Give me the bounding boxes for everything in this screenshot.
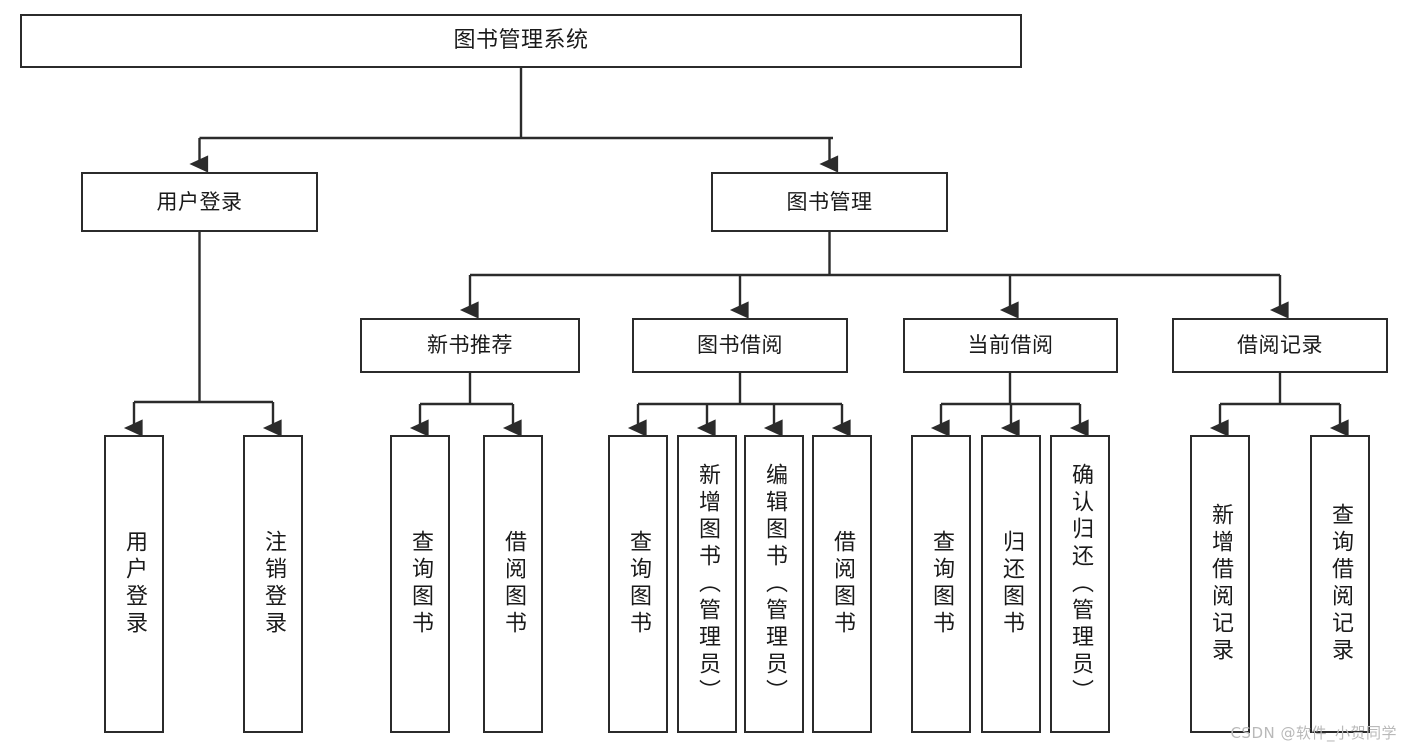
node-label: 用户登录 <box>156 189 243 214</box>
node-label: 借阅记录 <box>1237 333 1323 358</box>
node-label: 新增借阅记录 <box>1208 503 1233 665</box>
node-current-borrow[interactable]: 当前借阅 <box>903 318 1118 373</box>
node-leaf-query-book-2[interactable]: 查询图书 <box>608 435 668 733</box>
node-leaf-borrow-book-1[interactable]: 借阅图书 <box>483 435 543 733</box>
node-label: 借阅图书 <box>501 530 526 638</box>
node-root-system[interactable]: 图书管理系统 <box>20 14 1022 68</box>
node-leaf-confirm-return[interactable]: 确认归还（管理员） <box>1050 435 1110 733</box>
node-book-manage[interactable]: 图书管理 <box>711 172 948 232</box>
node-leaf-edit-book[interactable]: 编辑图书（管理员） <box>744 435 804 733</box>
node-user-login[interactable]: 用户登录 <box>81 172 318 232</box>
node-label: 编辑图书（管理员） <box>762 462 787 706</box>
watermark-text: CSDN @软件_小贺同学 <box>1230 724 1397 742</box>
node-borrow-record[interactable]: 借阅记录 <box>1172 318 1388 373</box>
node-leaf-return-book[interactable]: 归还图书 <box>981 435 1041 733</box>
node-leaf-borrow-book-2[interactable]: 借阅图书 <box>812 435 872 733</box>
node-label: 查询图书 <box>408 530 433 638</box>
node-label: 图书管理 <box>786 189 873 214</box>
node-label: 当前借阅 <box>967 333 1054 358</box>
node-leaf-add-record[interactable]: 新增借阅记录 <box>1190 435 1250 733</box>
node-leaf-query-book-1[interactable]: 查询图书 <box>390 435 450 733</box>
node-label: 注销登录 <box>261 530 286 638</box>
node-leaf-add-book[interactable]: 新增图书（管理员） <box>677 435 737 733</box>
node-label: 用户登录 <box>122 530 147 638</box>
node-leaf-user-login[interactable]: 用户登录 <box>104 435 164 733</box>
node-label: 归还图书 <box>999 530 1024 638</box>
node-label: 图书借阅 <box>697 333 783 358</box>
node-label: 查询图书 <box>929 530 954 638</box>
node-leaf-query-record[interactable]: 查询借阅记录 <box>1310 435 1370 733</box>
node-label: 确认归还（管理员） <box>1068 462 1093 706</box>
node-leaf-logout[interactable]: 注销登录 <box>243 435 303 733</box>
node-leaf-query-book-3[interactable]: 查询图书 <box>911 435 971 733</box>
node-label: 图书管理系统 <box>453 28 589 54</box>
node-book-borrow[interactable]: 图书借阅 <box>632 318 848 373</box>
node-label: 新书推荐 <box>427 333 513 358</box>
node-new-book-recommend[interactable]: 新书推荐 <box>360 318 580 373</box>
node-label: 借阅图书 <box>830 530 855 638</box>
node-label: 查询借阅记录 <box>1328 503 1353 665</box>
node-label: 查询图书 <box>626 530 651 638</box>
node-label: 新增图书（管理员） <box>695 462 720 706</box>
